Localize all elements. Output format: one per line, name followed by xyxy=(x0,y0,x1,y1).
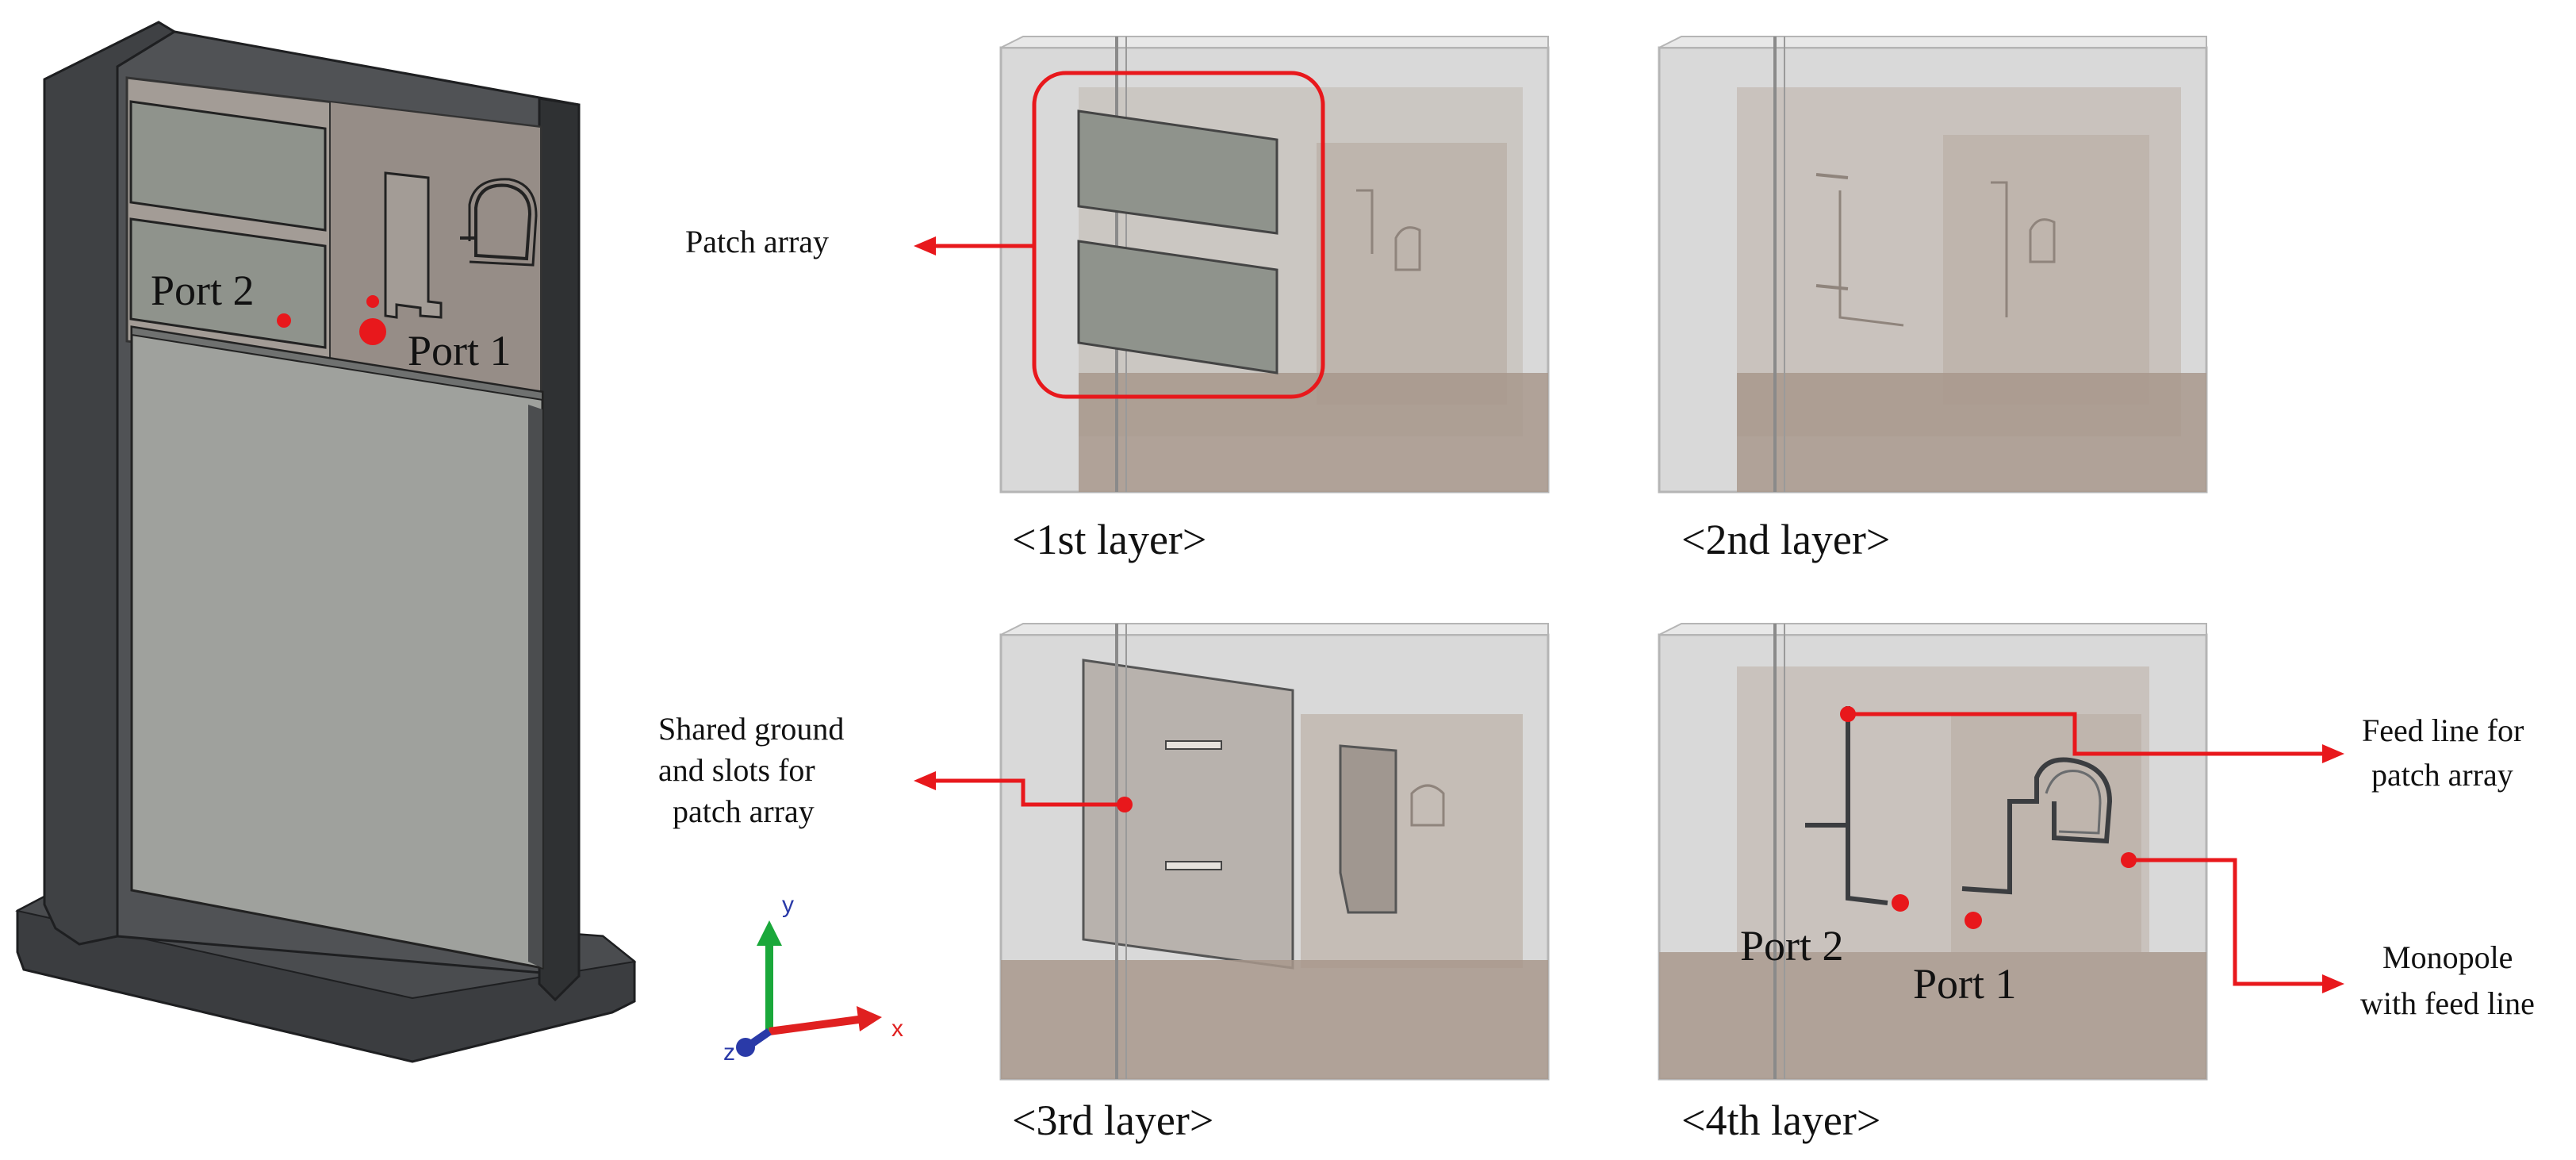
left-port1-label: Port 1 xyxy=(408,327,512,375)
patch-array-label: Patch array xyxy=(685,224,829,259)
layer3-ground-plane xyxy=(1082,659,1294,970)
axis-z-label: z xyxy=(723,1039,735,1066)
layer4-port1-label: Port 1 xyxy=(1913,960,2017,1008)
left-patch-bottom xyxy=(129,217,327,349)
layer1-panel: <1st layer> xyxy=(999,36,1550,563)
shared-ground-label-1: Shared ground xyxy=(658,711,844,747)
monopole-arrowhead xyxy=(2322,974,2344,993)
axis-triad: y x z xyxy=(723,892,903,1066)
layer3-slot-top xyxy=(1165,740,1222,750)
layer2-panel: <2nd layer> xyxy=(1658,36,2208,563)
layer3-slot-bottom xyxy=(1165,861,1222,870)
x-axis-arrow xyxy=(857,1006,882,1031)
left-patch-top xyxy=(129,100,327,232)
left-monopole-trace xyxy=(384,171,443,319)
monopole-label-1: Monopole xyxy=(2382,939,2513,975)
layer4-port2-label: Port 2 xyxy=(1740,922,1844,970)
feed-line-arrowhead xyxy=(2322,744,2344,763)
annotations: Patch array Shared ground and slots for … xyxy=(658,224,2535,1021)
patch-array-arrowhead xyxy=(914,236,936,255)
layer1-patch-top xyxy=(1077,109,1278,235)
shared-ground-label-3: patch array xyxy=(673,793,815,829)
axis-y-label: y xyxy=(782,892,794,918)
layer4-patch-feed xyxy=(1805,706,1888,905)
left-port2-dot xyxy=(277,313,291,328)
monopole-label-2: with feed line xyxy=(2360,985,2535,1021)
layer4-port2-dot xyxy=(1892,894,1909,912)
layer1-patch-bottom xyxy=(1077,240,1278,375)
lower-pcb xyxy=(130,325,544,970)
y-axis-arrow xyxy=(757,920,782,946)
layer4-monopole xyxy=(1961,757,2113,895)
axis-x-label: x xyxy=(891,1016,903,1042)
feed-line-label-1: Feed line for xyxy=(2362,713,2524,748)
z-axis-arrow xyxy=(736,1038,755,1057)
layer2-caption: <2nd layer> xyxy=(1681,516,1890,563)
patch-array-highlight xyxy=(1032,71,1325,399)
layer4-port1-dot xyxy=(1965,912,1982,929)
shared-ground-label-2: and slots for xyxy=(658,752,815,788)
layer3-caption: <3rd layer> xyxy=(1012,1097,1213,1144)
layer1-caption: <1st layer> xyxy=(1012,516,1206,563)
feed-line-label-2: patch array xyxy=(2371,757,2513,793)
left-port2-label: Port 2 xyxy=(151,267,255,314)
layer4-caption: <4th layer> xyxy=(1681,1097,1880,1144)
device-model: Port 2 Port 1 xyxy=(15,21,637,1063)
left-port1-dot xyxy=(359,318,386,345)
shared-ground-arrowhead xyxy=(914,771,936,790)
layer3-panel: <3rd layer> xyxy=(999,623,1550,1144)
device-right-wall xyxy=(538,97,581,1002)
layer4-panel: Port 2 Port 1 <4th layer> xyxy=(1658,623,2208,1144)
